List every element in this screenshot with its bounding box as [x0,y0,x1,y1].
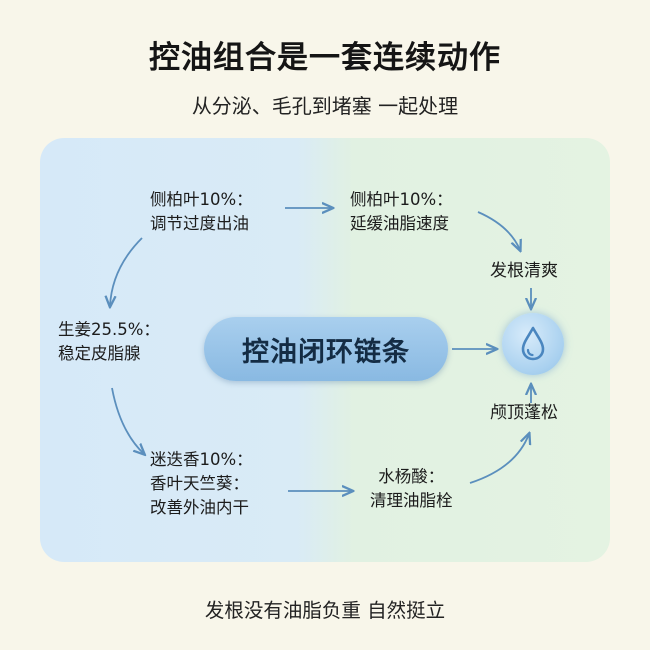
node-top-left-line1: 侧柏叶10%： [150,190,253,209]
node-bottom-left: 迷迭香10%： 香叶天竺葵： 改善外油内干 [150,448,253,520]
node-middle-left-line1: 生姜25.5%： [58,320,160,339]
water-drop-badge [502,313,564,375]
arrow-right-top-curve [477,211,520,250]
center-loop-pill: 控油闭环链条 [204,317,448,381]
node-top-right-line1: 侧柏叶10%： [350,190,453,209]
node-bottom-right-line1: 水杨酸： [378,467,445,486]
arrow-right-bottom-curve [469,434,529,484]
node-right-top-label: 发根清爽 [490,261,558,281]
page-title: 控油组合是一套连续动作 [149,40,501,76]
footer-caption: 发根没有油脂负重 自然挺立 [204,599,446,622]
node-bottom-right-line2: 清理油脂栓 [370,491,453,510]
control-loop-diagram: 侧柏叶10%： 调节过度出油 侧柏叶10%： 延缓油脂速度 发根清爽 生姜25.… [40,138,610,562]
connector-arrows [40,138,610,562]
arrow-left-bottom-curve [111,387,144,454]
node-middle-left: 生姜25.5%： 稳定皮脂腺 [58,318,160,366]
node-bottom-left-line2: 香叶天竺葵： [150,474,249,493]
node-bottom-right: 水杨酸： 清理油脂栓 [370,465,453,513]
node-top-right-line2: 延缓油脂速度 [350,214,449,233]
water-drop-icon [521,326,545,361]
node-top-right: 侧柏叶10%： 延缓油脂速度 [350,188,453,236]
node-right-bottom-label: 颅顶蓬松 [490,403,558,423]
node-middle-left-line2: 稳定皮脂腺 [58,344,141,363]
node-bottom-left-line3: 改善外油内干 [150,498,249,517]
node-top-left: 侧柏叶10%： 调节过度出油 [150,188,253,236]
node-bottom-left-line1: 迷迭香10%： [150,450,253,469]
node-top-left-line2: 调节过度出油 [150,214,249,233]
page-subtitle: 从分泌、毛孔到堵塞 一起处理 [191,94,459,118]
arrow-top-left-curve [110,237,143,306]
